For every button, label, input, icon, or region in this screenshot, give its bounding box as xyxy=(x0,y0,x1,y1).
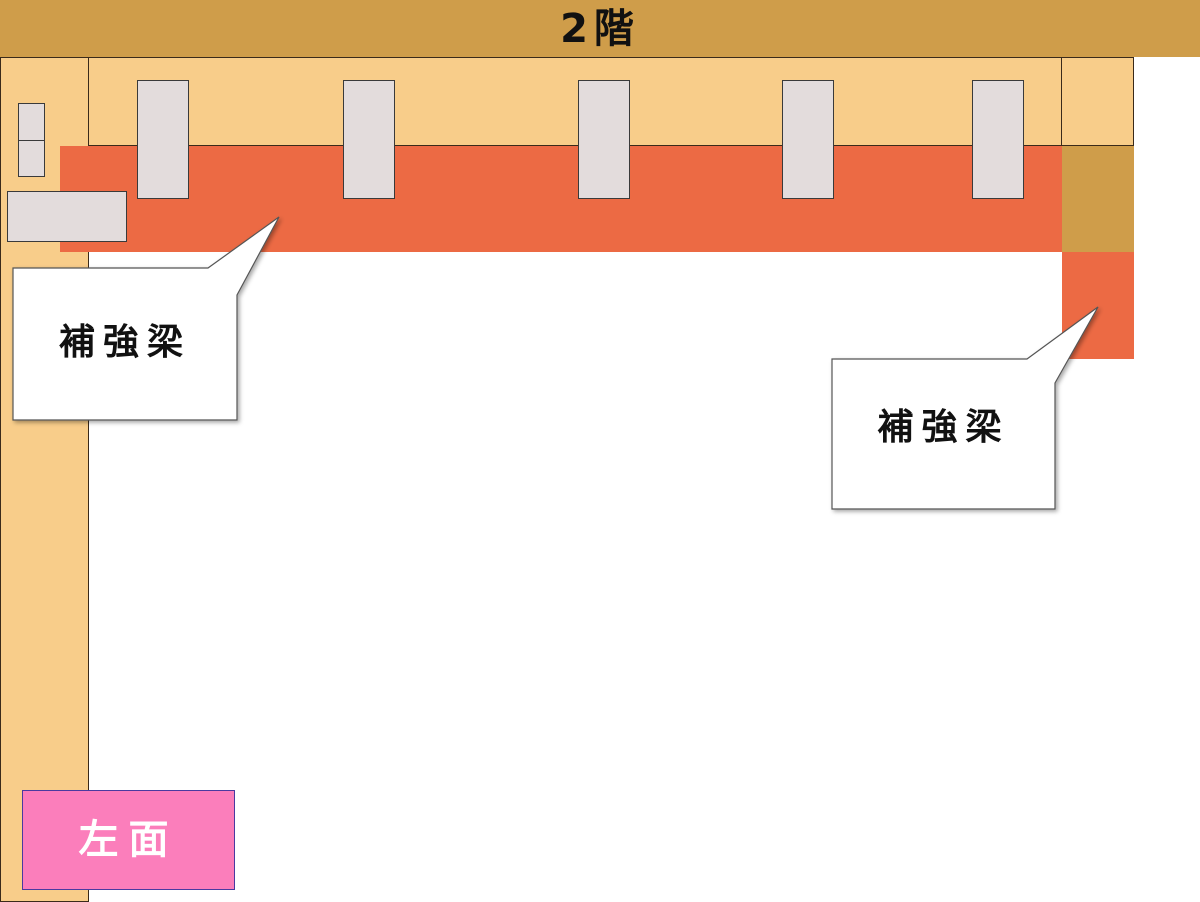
small-bracket-block xyxy=(18,103,45,141)
joist-block xyxy=(343,80,395,199)
callout-label-left: 補強梁 xyxy=(58,321,191,363)
joist-block xyxy=(137,80,189,199)
face-badge: 左面 xyxy=(22,790,235,890)
callout-left: 補強梁 xyxy=(13,295,237,390)
joist-block xyxy=(578,80,630,199)
beam-corner-joint xyxy=(1062,146,1134,252)
callout-label-right: 補強梁 xyxy=(877,406,1010,448)
corner-post-top xyxy=(1061,57,1134,146)
floor-title: 2階 xyxy=(560,5,640,52)
joist-block xyxy=(782,80,834,199)
top-wall-plate xyxy=(88,57,1062,146)
small-bracket-block xyxy=(18,140,45,177)
reinforcing-beam-vertical xyxy=(1062,252,1134,359)
reinforcing-beam-horizontal xyxy=(60,146,1062,252)
face-label: 左面 xyxy=(78,817,179,863)
joist-block xyxy=(972,80,1024,199)
floor-header: 2階 xyxy=(0,0,1200,57)
callout-right: 補強梁 xyxy=(832,380,1055,475)
horizontal-bracket-block xyxy=(7,191,127,242)
